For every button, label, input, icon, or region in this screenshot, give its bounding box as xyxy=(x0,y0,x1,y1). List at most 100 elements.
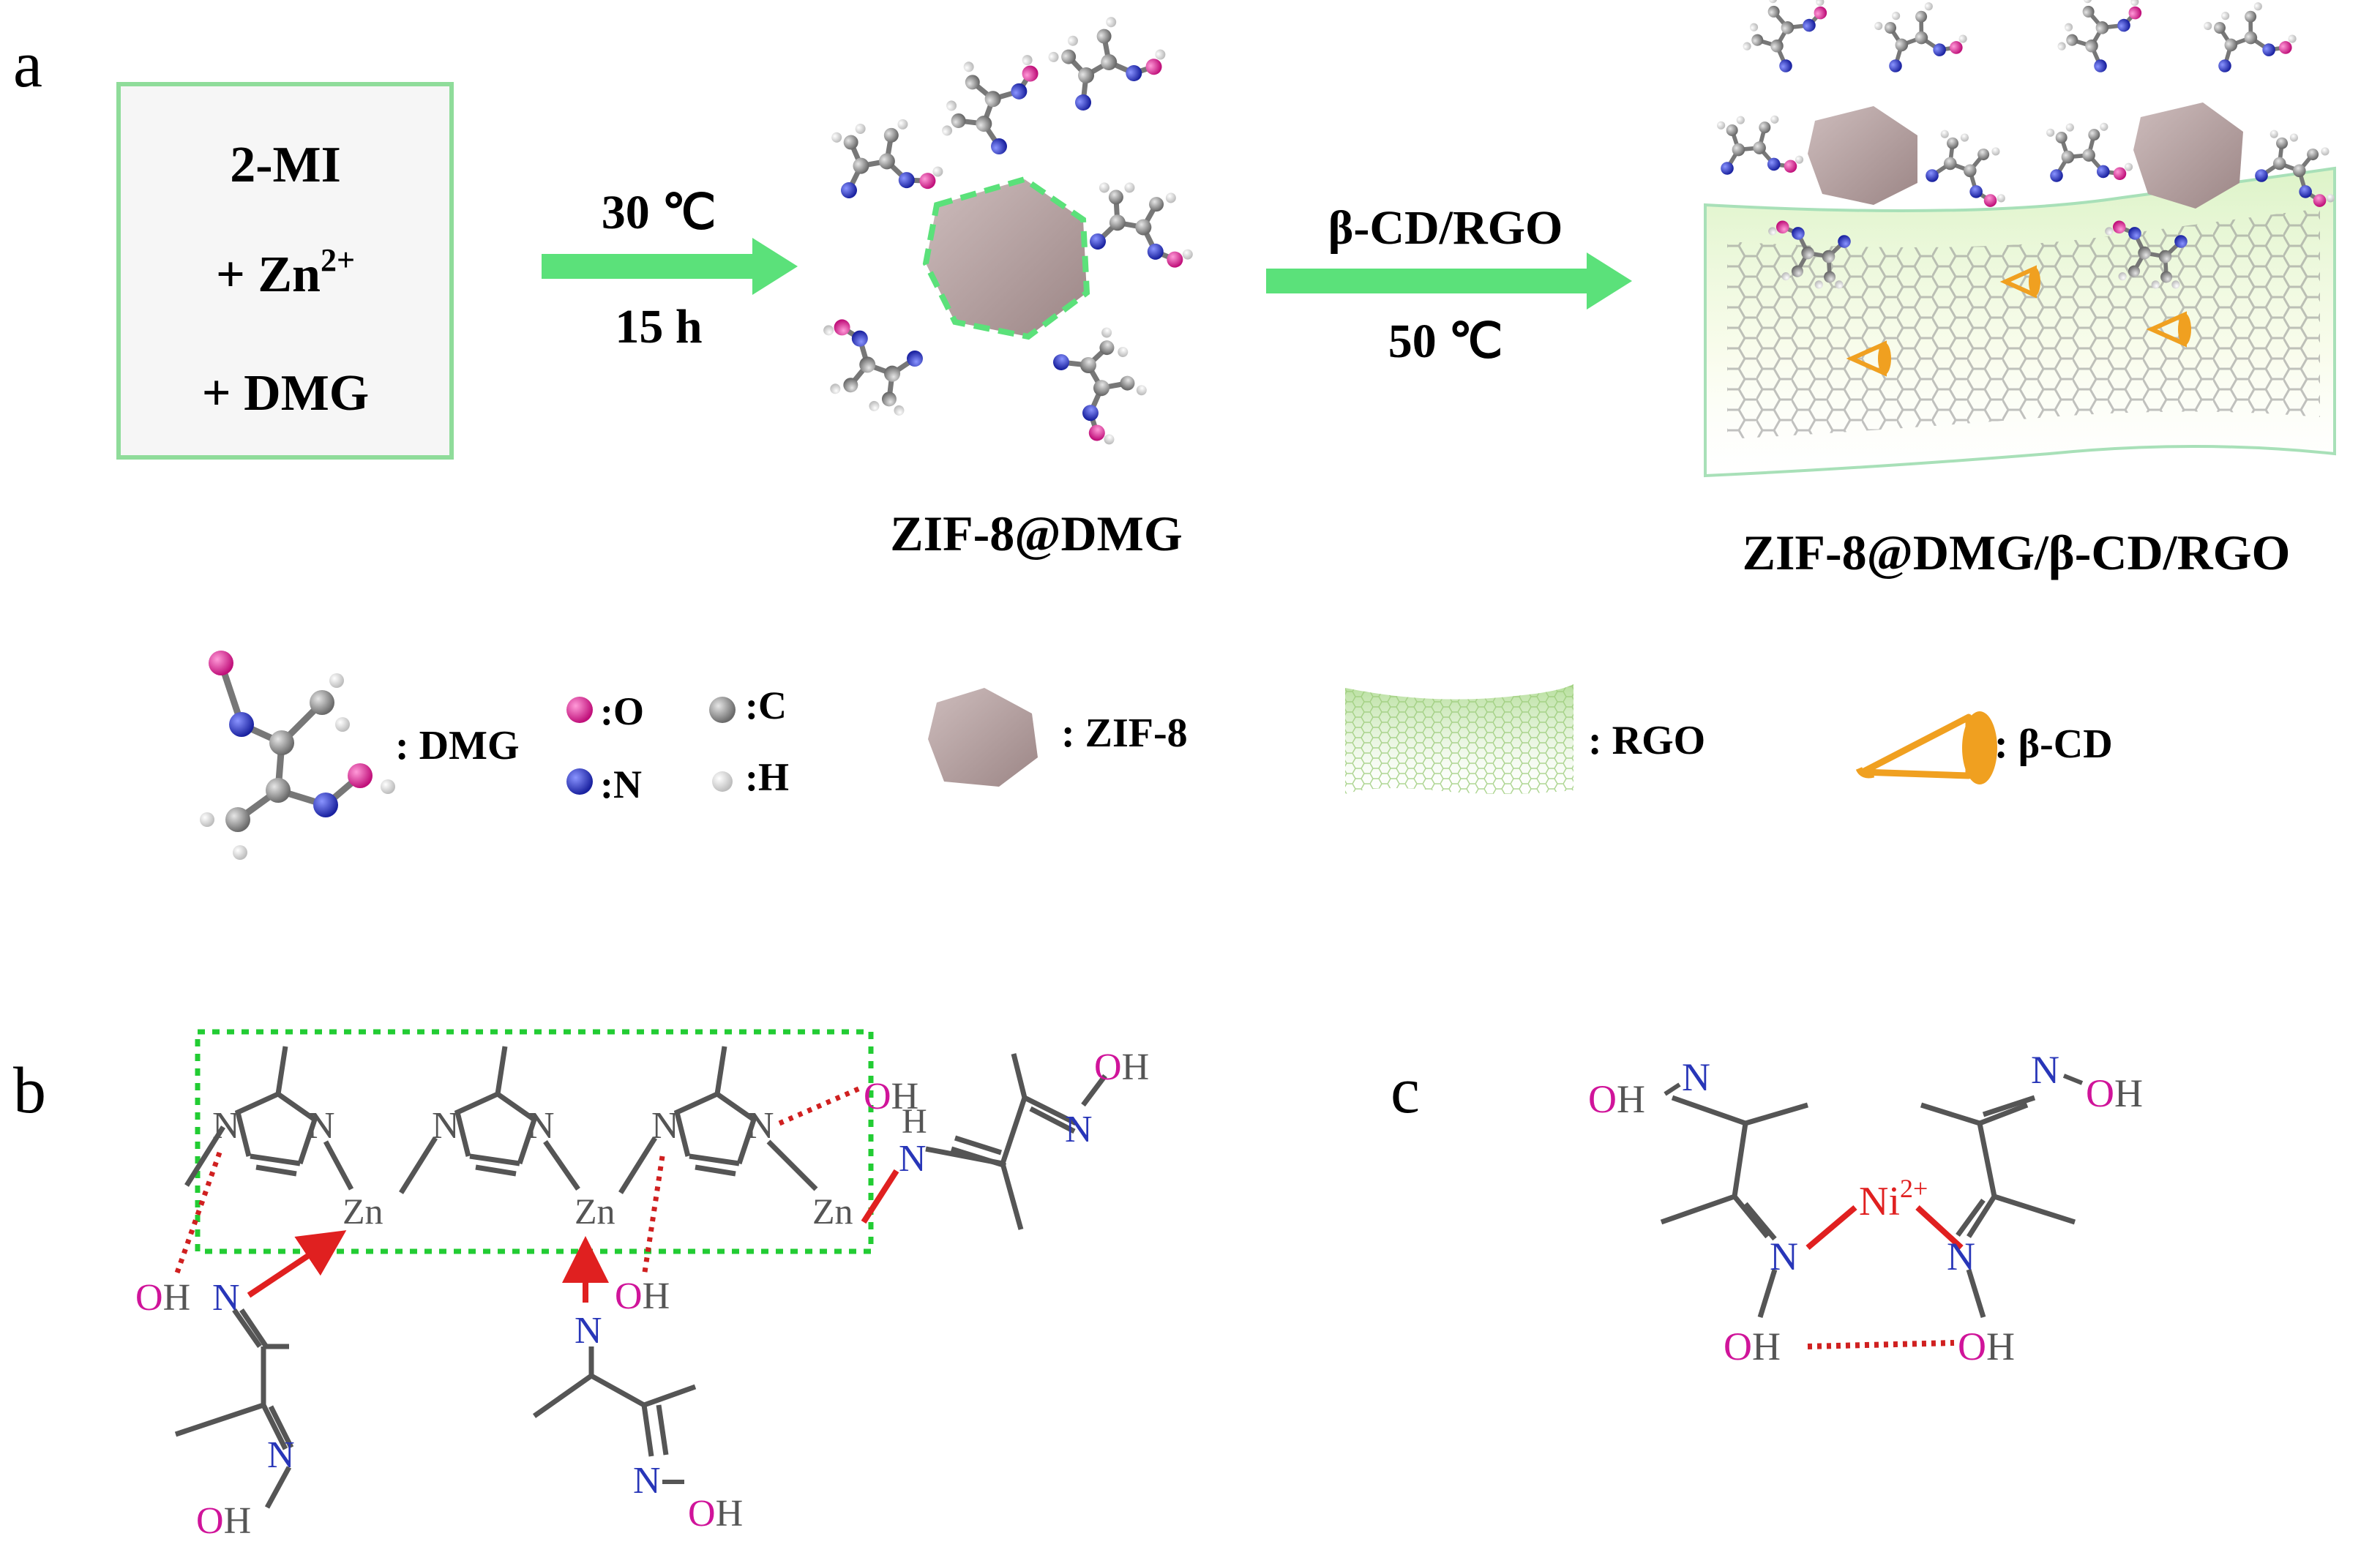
ring1-n-right: N xyxy=(307,1105,335,1147)
ni-center-charge: 2+ xyxy=(1900,1174,1928,1203)
right-dmg-h1: H xyxy=(902,1102,927,1141)
c-left-bottom-oh-o: O xyxy=(1724,1325,1752,1368)
legend-hydrogen-label: :H xyxy=(745,755,789,799)
product2-label: ZIF-8@DMG/β-CD/RGO xyxy=(1743,525,2291,580)
c-left-bottom-oh: OH xyxy=(1724,1325,1781,1368)
zif8-dmg-particle xyxy=(803,0,1203,452)
mid-dmg-n1: N xyxy=(575,1310,602,1352)
legend-dmg-molecule xyxy=(200,651,395,860)
c-right-bottom-oh-h: H xyxy=(1986,1325,2015,1368)
reactant-zn-charge: 2+ xyxy=(321,242,355,278)
imidazole-ring-2 xyxy=(399,1046,580,1194)
mid-dmg-oh1: OH xyxy=(615,1276,670,1317)
left-dmg-oh1: OH xyxy=(135,1277,190,1319)
right-dmg-oh2-o: O xyxy=(1094,1046,1122,1088)
c-right-top-n: N xyxy=(2031,1048,2059,1092)
c-right-bottom-oh: OH xyxy=(1958,1325,2015,1368)
hbond-ring3-right xyxy=(778,1084,865,1126)
legend-zif8-icon xyxy=(928,688,1038,787)
c-right-bottom-oh-o: O xyxy=(1958,1325,1986,1368)
legend-nitrogen-label: :N xyxy=(600,763,642,806)
panel-b-structure: N N N N N N Zn Zn Zn N H OH N OH xyxy=(135,1029,1149,1542)
mid-dmg-oh1-h: H xyxy=(643,1276,670,1317)
step1-time: 15 h xyxy=(615,300,702,353)
composite-bcd-3 xyxy=(2146,311,2191,348)
right-dmg-oh2: OH xyxy=(1094,1046,1149,1088)
panel-label-a: a xyxy=(13,29,42,101)
left-dmg-oh2: OH xyxy=(196,1500,251,1542)
legend-hydrogen-ball xyxy=(712,771,733,792)
reactant-zn-label: + Zn xyxy=(216,247,321,303)
reaction-arrow-2 xyxy=(1266,252,1632,310)
panel-c-ni-complex: Ni2+ OH N N OH N N OH OH xyxy=(1588,1048,2143,1368)
ring3-n-left: N xyxy=(651,1105,679,1147)
ring2-n-left: N xyxy=(432,1105,460,1147)
left-dmg-n1: N xyxy=(212,1277,240,1319)
zn-3: Zn xyxy=(812,1191,853,1232)
ring1-n-left: N xyxy=(212,1105,240,1147)
zn-1: Zn xyxy=(343,1191,383,1232)
composite-illustration xyxy=(1704,0,2351,478)
legend-zif8-label: : ZIF-8 xyxy=(1061,711,1188,756)
step1-temperature: 30 ℃ xyxy=(602,186,716,239)
c-right-top-oh-o: O xyxy=(2086,1071,2114,1115)
hbond-ring1-left xyxy=(173,1151,222,1278)
c-left-bottom-oh-h: H xyxy=(1752,1325,1781,1368)
legend-bcd-icon xyxy=(1855,711,1997,784)
ring3-n-right: N xyxy=(746,1105,774,1147)
ni-center-symbol: Ni xyxy=(1859,1179,1900,1224)
zif-chain-box xyxy=(195,1029,874,1254)
c-left-top-oh: OH xyxy=(1588,1077,1645,1121)
right-dmg-o1-o: O xyxy=(864,1076,891,1117)
product1-label: ZIF-8@DMG xyxy=(890,506,1182,561)
composite-zif8-particle-1 xyxy=(1808,106,1917,205)
composite-bcd-2 xyxy=(1999,265,2040,299)
legend-bcd-label: : β-CD xyxy=(1994,722,2113,767)
reactant-dmg: + DMG xyxy=(202,365,369,422)
reactant-zn: + Zn2+ xyxy=(216,242,355,303)
left-dmg-n2: N xyxy=(267,1434,295,1476)
hbond-ring3-mid xyxy=(641,1155,665,1278)
legend-dmg-label: : DMG xyxy=(395,723,520,768)
legend-rgo-icon xyxy=(1345,684,1573,794)
c-hbond xyxy=(1807,1340,1955,1349)
zn-2: Zn xyxy=(575,1191,615,1232)
imidazole-ring-3 xyxy=(618,1046,818,1194)
right-dmg-n2: N xyxy=(1065,1109,1093,1150)
reactants-box: 2-MI + Zn2+ + DMG xyxy=(116,82,454,460)
c-left-n: N xyxy=(1770,1235,1798,1278)
c-right-top-oh-h: H xyxy=(2114,1071,2143,1115)
left-dmg-oh1-o: O xyxy=(135,1277,163,1319)
composite-zif8-particle-2 xyxy=(2133,102,2243,209)
mid-dmg-oh1-o: O xyxy=(615,1276,643,1317)
c-left-top-n: N xyxy=(1682,1055,1710,1099)
c-right-top-oh: OH xyxy=(2086,1071,2143,1115)
right-dmg-n1: N xyxy=(899,1138,927,1180)
ring2-n-right: N xyxy=(527,1105,555,1147)
c-right-n: N xyxy=(1947,1235,1975,1278)
right-dmg-o1-h: H xyxy=(891,1076,919,1117)
right-dmg-o1: OH xyxy=(864,1076,918,1117)
legend-oxygen-label: :O xyxy=(600,689,644,733)
c-left-top-oh-o: O xyxy=(1588,1077,1617,1121)
right-dmg-oh2-h: H xyxy=(1122,1046,1150,1088)
left-dmg-oh1-h: H xyxy=(163,1277,191,1319)
composite-bcd-1 xyxy=(1846,340,1891,377)
c-left-top-oh-h: H xyxy=(1617,1077,1645,1121)
step2-reagent: β-CD/RGO xyxy=(1328,201,1563,255)
legend-oxygen-ball xyxy=(566,697,593,723)
step2-temperature: 50 ℃ xyxy=(1388,315,1503,368)
panel-label-b: b xyxy=(13,1055,46,1127)
imidazole-ring-1 xyxy=(184,1046,354,1191)
mid-dmg-n2: N xyxy=(633,1460,661,1502)
legend-nitrogen-ball xyxy=(566,768,593,795)
panel-label-c: c xyxy=(1391,1055,1420,1127)
legend-rgo-label: : RGO xyxy=(1588,718,1705,763)
legend: : DMG :O :C :N :H : ZIF-8 : RGO : β-CD xyxy=(200,651,2113,860)
left-dmg-oh2-h: H xyxy=(224,1500,252,1542)
mid-dmg-oh2-h: H xyxy=(716,1493,744,1535)
mid-dmg-oh2-o: O xyxy=(688,1493,716,1535)
legend-carbon-ball xyxy=(709,697,736,723)
ni-center: Ni2+ xyxy=(1859,1174,1928,1224)
